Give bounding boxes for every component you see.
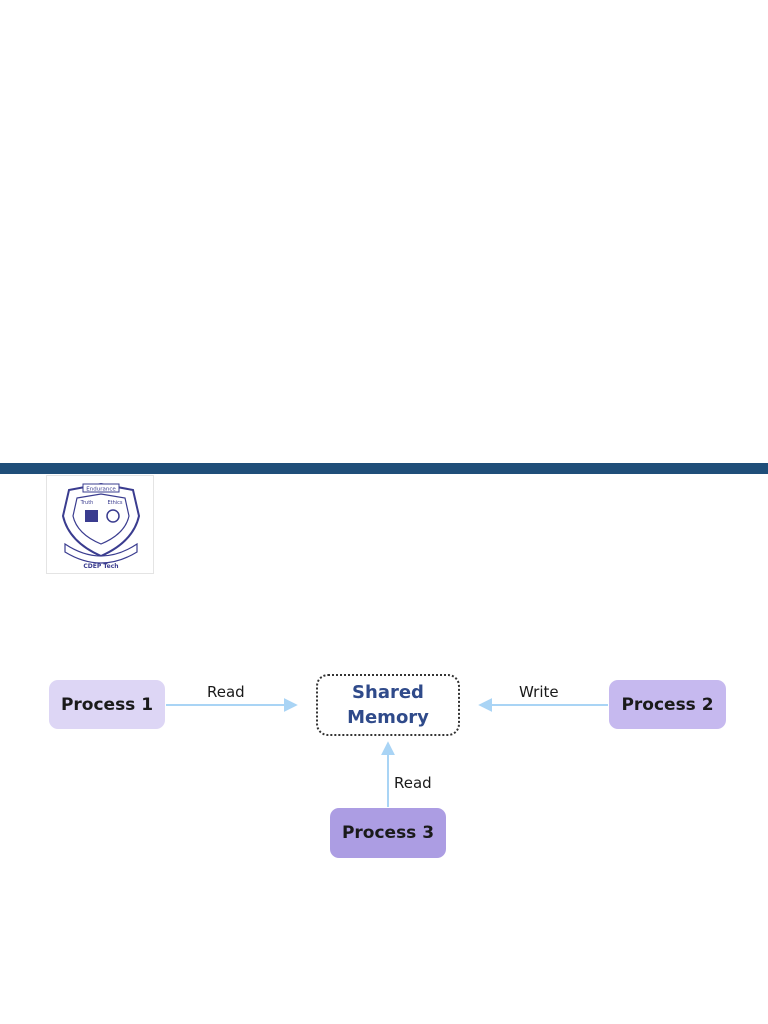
process-1-node: Process 1: [49, 680, 165, 729]
process-1-label: Process 1: [60, 694, 154, 715]
crest-emblem: Endurance Truth Ethics CDEP Tech: [61, 482, 141, 570]
logo-motto-ethics: Ethics: [107, 500, 122, 506]
process-2-label: Process 2: [621, 694, 714, 715]
process-2-node: Process 2: [609, 680, 726, 729]
header-divider-band: [0, 463, 768, 474]
shared-memory-label-line2: Memory: [347, 707, 429, 728]
shared-memory-label-line1: Shared: [352, 682, 424, 703]
shared-memory-node: Shared Memory: [316, 674, 460, 736]
process-3-node: Process 3: [330, 808, 446, 858]
logo-caption: CDEP Tech: [83, 563, 118, 570]
edge-label-write-process2: Write: [519, 683, 559, 701]
logo-motto-top: Endurance: [86, 487, 116, 493]
logo-motto-truth: Truth: [80, 500, 94, 506]
institution-logo: Endurance Truth Ethics CDEP Tech: [46, 475, 154, 574]
edge-label-read-process3: Read: [394, 774, 432, 792]
edge-label-read-process1: Read: [207, 683, 245, 701]
process-3-label: Process 3: [341, 823, 435, 843]
